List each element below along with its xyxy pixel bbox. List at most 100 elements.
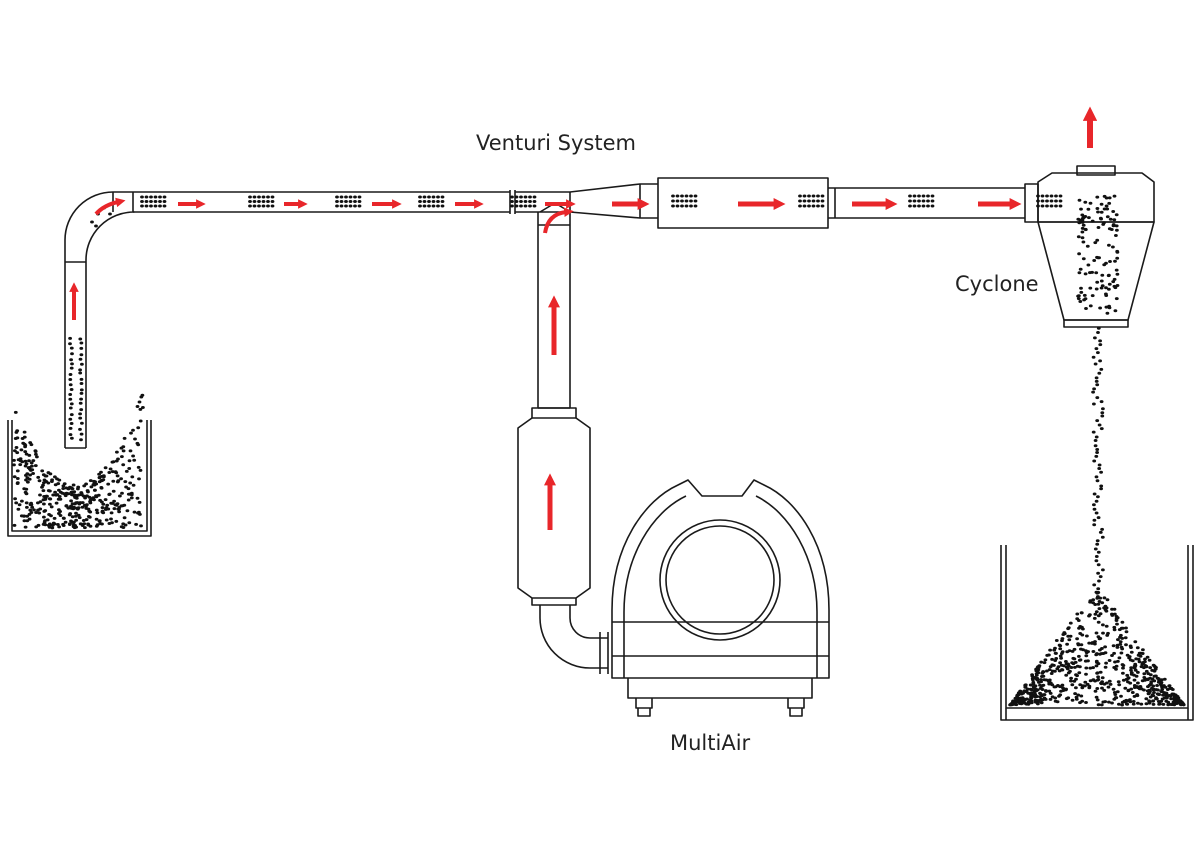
particle-dot [94, 224, 98, 228]
particle-dot [1111, 224, 1116, 228]
particle-dot [1041, 693, 1046, 697]
particle-dot [1129, 666, 1134, 670]
particle-dot [1115, 645, 1120, 649]
particle-dot [28, 508, 33, 512]
particle-dot [1143, 657, 1147, 661]
particle-dot [1050, 657, 1054, 661]
particle-dot [108, 467, 113, 471]
multiair-label: MultiAir [670, 731, 751, 755]
particle-dot [1115, 690, 1120, 694]
particle-dot [38, 493, 42, 497]
particle-dot [131, 483, 136, 487]
particle-dot [1125, 673, 1130, 677]
particle-dot [86, 523, 91, 527]
particle-dot [270, 195, 275, 199]
particle-dot [1136, 670, 1140, 674]
particle-dot [1111, 245, 1115, 249]
particle-dot [53, 475, 57, 479]
particle-dot [18, 463, 23, 467]
particle-dot [1132, 684, 1137, 687]
particle-dot [1079, 647, 1083, 651]
particle-dot [23, 450, 28, 454]
particle-dot [1157, 702, 1161, 706]
particle-dot [1153, 666, 1158, 669]
particle-dot [97, 475, 102, 479]
particle-dot [1136, 657, 1141, 661]
particle-dot [1038, 695, 1043, 699]
particle-dot [70, 352, 74, 356]
cyclone-separator [1024, 165, 1155, 328]
particle-dot [1151, 663, 1156, 667]
particle-dot [1144, 669, 1149, 673]
particle-dot [1022, 701, 1027, 705]
particle-dot [69, 346, 74, 350]
particle-dot [100, 506, 105, 510]
particle-dot [1117, 656, 1122, 660]
particle-dot [132, 510, 137, 514]
particle-dot [1053, 651, 1058, 655]
particle-dot [1077, 671, 1082, 675]
particle-dot [1087, 216, 1091, 220]
particle-dot [1099, 681, 1103, 685]
particle-dot [61, 522, 65, 526]
particle-dot [1102, 688, 1107, 692]
particle-dot [12, 475, 17, 479]
particle-dot [115, 474, 120, 478]
particle-dot [353, 200, 357, 203]
particle-dot [1091, 355, 1096, 359]
particle-dot [1088, 304, 1093, 308]
particle-dot [1084, 666, 1089, 670]
particle-dot [36, 523, 41, 527]
particle-dot [532, 200, 537, 203]
particle-dot [89, 485, 94, 489]
particle-dot [1098, 359, 1102, 363]
particle-dot [116, 457, 120, 461]
particle-dot [124, 469, 129, 473]
particle-dot [1121, 666, 1125, 670]
particle-dot [158, 204, 162, 208]
particle-dot [1135, 694, 1140, 698]
particle-dot [1123, 636, 1128, 640]
particle-dot [144, 204, 149, 208]
particle-dot [60, 491, 65, 495]
particle-dot [1091, 678, 1095, 682]
particle-dot [1093, 336, 1097, 340]
particle-dot [1072, 647, 1077, 651]
particle-dot [440, 204, 445, 208]
particle-dot [24, 473, 28, 477]
particle-dot [1118, 640, 1123, 644]
particle-dot [126, 492, 131, 496]
particle-dot [1144, 697, 1149, 701]
particle-dot [532, 204, 537, 208]
particle-dot [144, 195, 149, 199]
particle-dot [37, 511, 42, 515]
particle-dot [95, 523, 100, 527]
particle-dot [101, 502, 106, 506]
particle-dot [78, 357, 83, 361]
particle-dot [1092, 518, 1097, 522]
particle-dot [25, 505, 29, 509]
particle-dot [92, 498, 96, 502]
particle-dot [1104, 292, 1108, 296]
particle-dot [1094, 631, 1099, 635]
particle-dot [1133, 668, 1138, 672]
particle-dot [926, 199, 930, 203]
particle-dot [83, 526, 87, 530]
particle-dot [1079, 694, 1084, 698]
particle-dot [1118, 642, 1123, 646]
particle-dot [108, 212, 112, 216]
particle-dot [73, 514, 78, 518]
particle-dot [144, 200, 149, 203]
particle-dot [1104, 661, 1108, 665]
particle-dot [1151, 699, 1155, 703]
particle-dot [30, 468, 35, 472]
particle-dot [339, 204, 344, 208]
particle-dot [73, 496, 77, 499]
particle-dot [671, 194, 675, 198]
particle-dot [1055, 700, 1060, 704]
particle-dot [109, 517, 113, 521]
particle-dot [1084, 701, 1088, 704]
particle-dot [1099, 470, 1103, 474]
particle-dot [422, 204, 427, 208]
particle-dot [1078, 218, 1083, 222]
